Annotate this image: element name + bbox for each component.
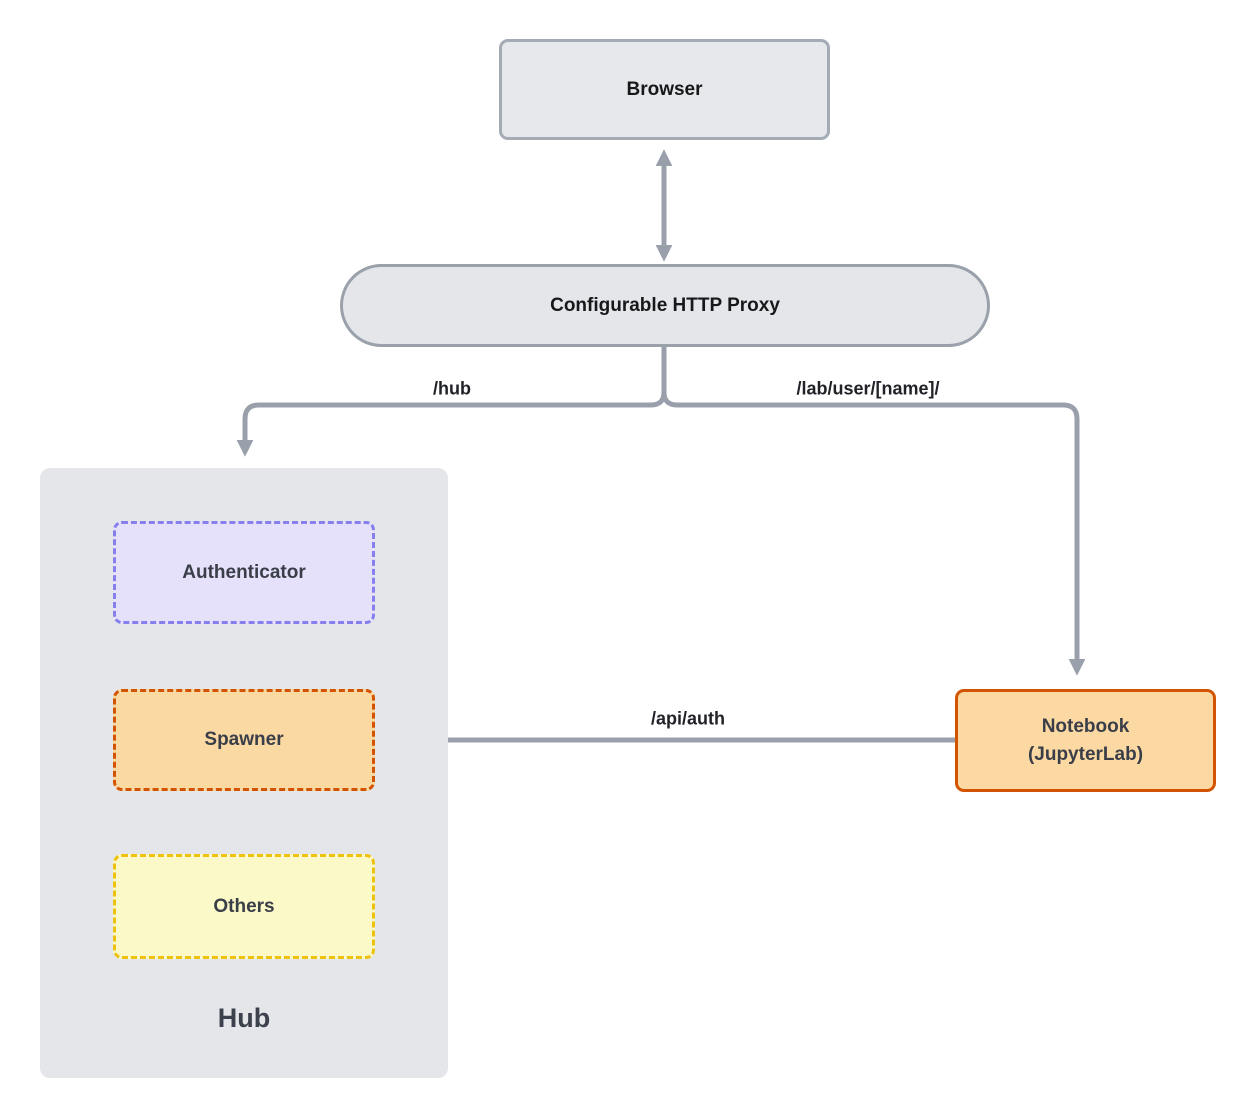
node-notebook-jupyterlab: Notebook (JupyterLab) xyxy=(955,689,1216,792)
node-others-label: Others xyxy=(213,895,275,917)
node-notebook-sublabel: (JupyterLab) xyxy=(1027,743,1144,765)
edge-label-lab-user-path: /lab/user/[name]/ xyxy=(796,378,940,399)
hub-container-label: Hub xyxy=(217,1003,271,1033)
node-notebook-label: Notebook xyxy=(1041,715,1130,737)
edge-label-hub-path: /hub xyxy=(433,378,471,399)
node-spawner: Spawner xyxy=(113,689,375,791)
node-browser-label: Browser xyxy=(626,78,703,100)
edge-proxy-hub xyxy=(236,347,667,457)
node-others: Others xyxy=(113,854,375,959)
node-spawner-label: Spawner xyxy=(204,729,284,750)
node-browser: Browser xyxy=(499,39,830,140)
node-configurable-http-proxy: Configurable HTTP Proxy xyxy=(340,264,990,347)
node-authenticator: Authenticator xyxy=(113,521,375,624)
node-authenticator-label: Authenticator xyxy=(182,561,306,583)
node-proxy-label: Configurable HTTP Proxy xyxy=(550,294,780,316)
edge-label-api-auth-path: /api/auth xyxy=(650,708,726,729)
